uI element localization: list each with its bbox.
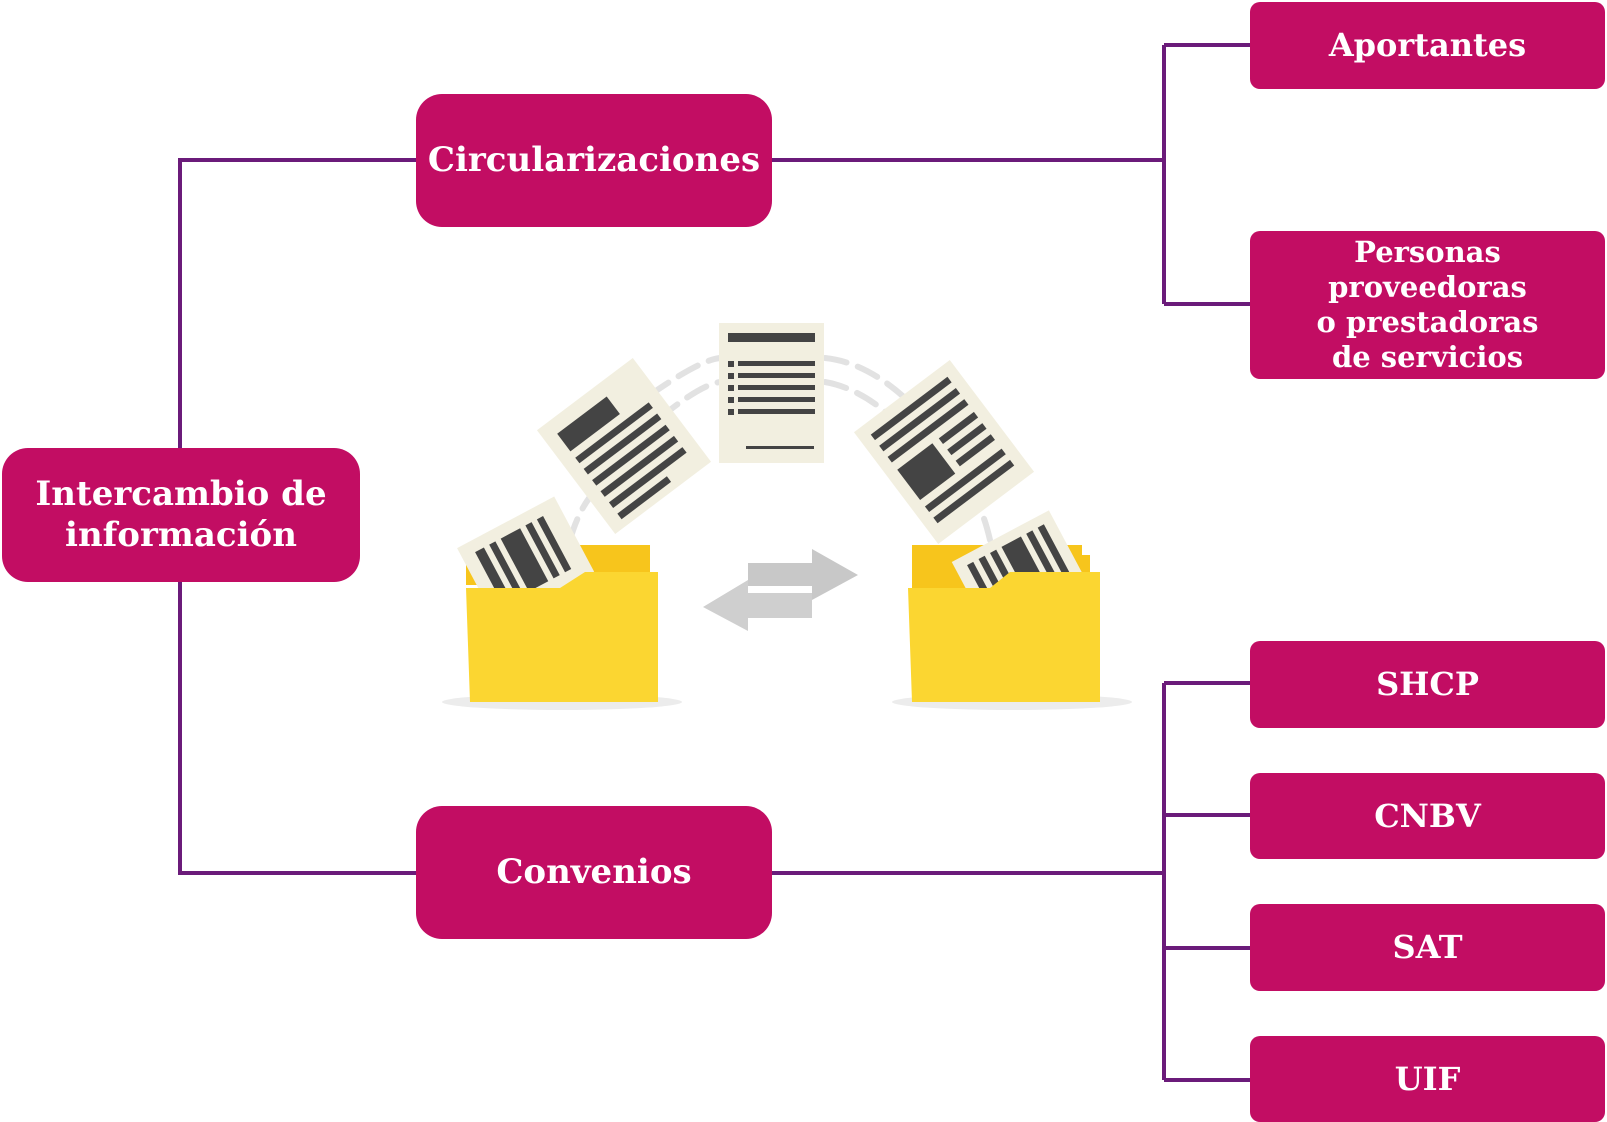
connector-root-circularizaciones (178, 158, 416, 448)
leaf-node-personas-proveedoras: Personas proveedoras o prestadoras de se… (1250, 231, 1605, 379)
folder-right-icon (908, 510, 1100, 702)
document-exchange-icon (442, 323, 1132, 710)
leaf-node-sat: SAT (1250, 904, 1605, 991)
connectors (178, 43, 1250, 1082)
leaf-node-uif: UIF (1250, 1036, 1605, 1122)
exchange-arrows-icon (703, 549, 858, 631)
folder-left-icon (457, 496, 658, 702)
leaf-node-cnbv: CNBV (1250, 773, 1605, 859)
branch-node-circularizaciones: Circularizaciones (416, 94, 772, 227)
root-node-intercambio: Intercambio de información (2, 448, 360, 582)
connector-root-convenios (178, 582, 416, 875)
leaf-node-aportantes: Aportantes (1250, 2, 1605, 89)
branch-node-convenios: Convenios (416, 806, 772, 939)
leaf-node-shcp: SHCP (1250, 641, 1605, 728)
document-left-icon (536, 357, 712, 535)
document-right-icon (853, 359, 1035, 545)
document-center-icon (719, 323, 824, 463)
